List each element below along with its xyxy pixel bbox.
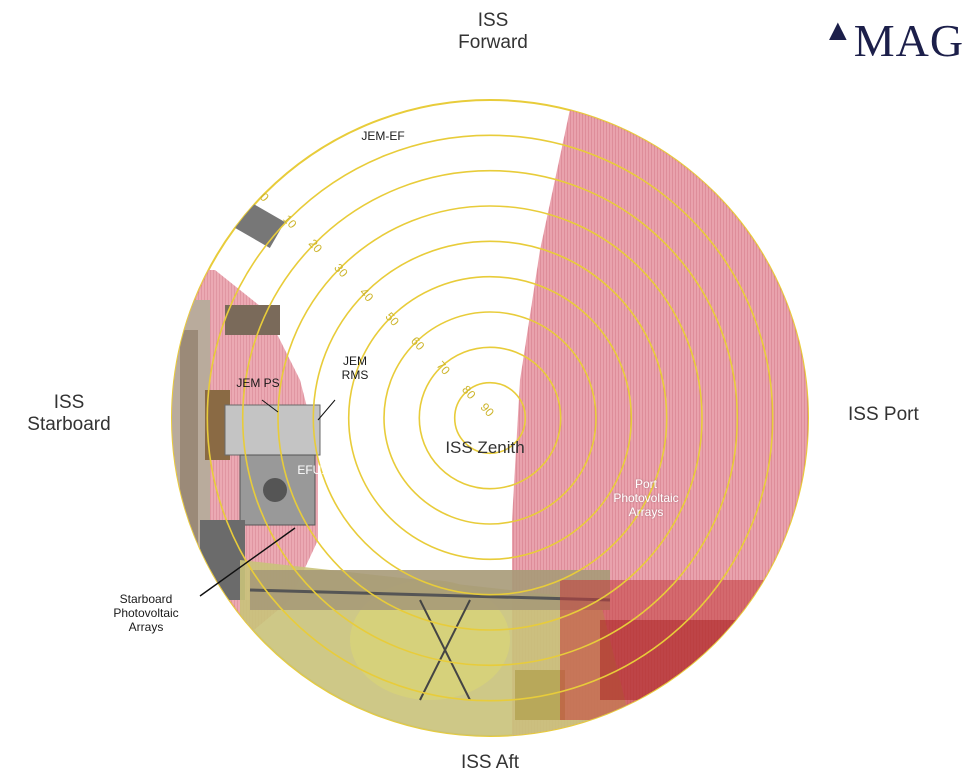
elevation-ring-10 (206, 134, 774, 702)
elevation-ring-60 (383, 311, 597, 525)
port-pv-line-1: Port (634, 477, 657, 491)
jem-rms-label: JEM RMS (330, 354, 380, 383)
starboard-pv-line-3: Arrays (128, 619, 164, 634)
forward-line-2: Forward (458, 31, 528, 53)
iss-zenith-label: ISS Zenith (445, 438, 525, 457)
forward-line-1: ISS (477, 10, 509, 31)
starboard-line-1: ISS (53, 392, 85, 413)
jem-ps-leader (261, 399, 279, 413)
starboard-pv-label: Starboard Photovoltaic Arrays (96, 592, 196, 634)
elevation-ring-20 (241, 169, 739, 667)
elevation-ring-30 (277, 205, 703, 631)
elevation-ring-40 (312, 240, 668, 596)
starboard-pv-leader (199, 527, 296, 597)
logo-text: MAG (853, 15, 964, 66)
iss-port-label: ISS Port (848, 404, 919, 425)
port-pv-line-2: Photovoltaic (613, 490, 679, 505)
starboard-pv-line-2: Photovoltaic (113, 605, 179, 620)
truss-hardware (240, 560, 800, 736)
elevation-ring-80 (453, 381, 527, 455)
jem-ps-label: JEM PS (236, 376, 280, 390)
iss-forward-label: ISS Forward (448, 10, 538, 54)
starboard-hardware (172, 202, 321, 650)
elevation-ring-70 (418, 346, 562, 490)
magic-logo: ▲MAG (823, 14, 964, 67)
port-pv-line-3: Arrays (628, 504, 664, 519)
jem-ef-label: JEM-EF (361, 129, 405, 143)
jem-rms-line-2: RMS (341, 367, 369, 382)
elevation-rings (206, 134, 774, 702)
starboard-line-2: Starboard (27, 413, 111, 435)
elevation-ring-50 (347, 275, 633, 561)
iss-starboard-label: ISS Starboard (14, 392, 124, 436)
telescope-icon: ▲ (823, 14, 854, 47)
jem-rms-line-1: JEM (343, 354, 367, 368)
iss-aft-label: ISS Aft (460, 752, 520, 773)
port-pv-label: Port Photovoltaic Arrays (606, 477, 686, 519)
starboard-pv-line-1: Starboard (119, 592, 173, 606)
jem-rms-leader (317, 399, 336, 421)
efu12-label: EFU12 (297, 463, 335, 477)
